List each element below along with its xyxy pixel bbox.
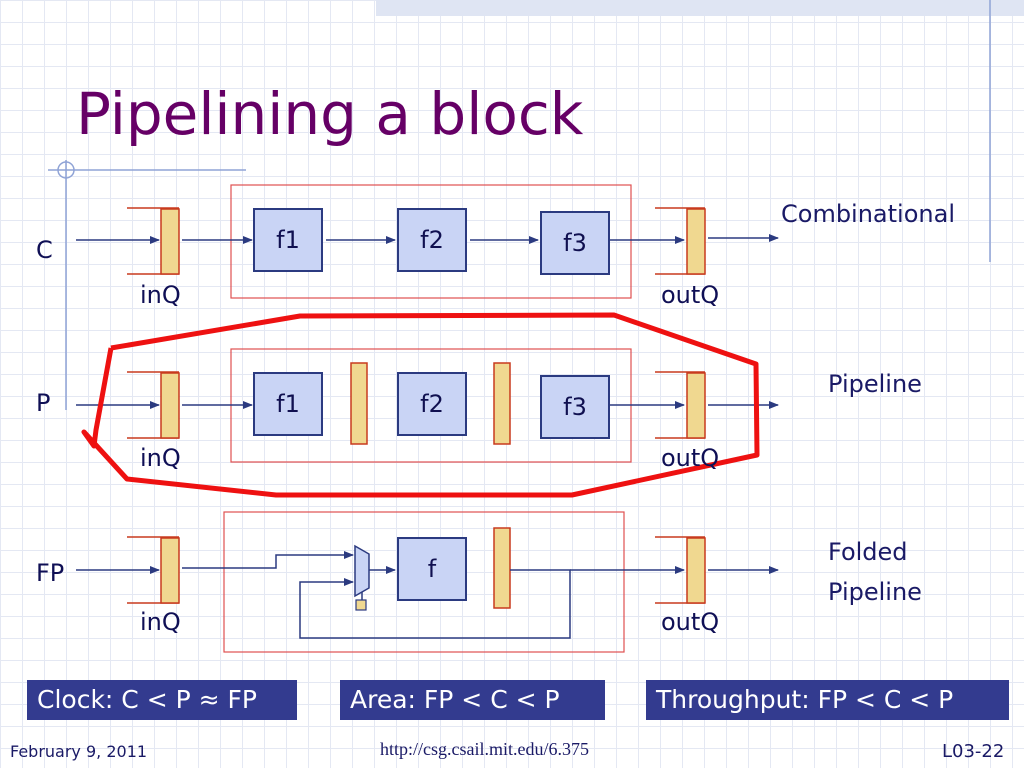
mode-label-folded: Folded [828,538,908,566]
inq-label-p: inQ [140,444,181,472]
block-f2-c: f2 [397,208,467,272]
outq-register-c [655,207,706,275]
summary-clock: Clock: C < P ≈ FP [27,680,297,720]
arrow-inq-mux [182,551,354,569]
inq-register-c [127,207,180,275]
block-f3-c: f3 [540,211,610,275]
mode-label-pipeline: Pipeline [828,370,922,398]
feedback-loop [299,569,571,639]
pipeline-register-2 [493,362,511,445]
outq-label-p: outQ [661,444,720,472]
inq-label-fp: inQ [140,608,181,636]
pipeline-highlight-outline [81,312,760,498]
block-f2-p: f2 [397,372,467,436]
mode-label-combinational: Combinational [781,200,955,228]
block-boundary-c [230,184,632,299]
row-label-fp: FP [36,559,65,587]
summary-area: Area: FP < C < P [340,680,605,720]
outq-register-fp [655,536,706,604]
mode-label-folded-pipeline: Pipeline [828,578,922,606]
row-label-p: P [36,389,51,417]
inq-register-p [127,371,180,439]
inq-register-fp [127,536,180,604]
mux-select [355,599,367,611]
row-combinational [76,184,779,299]
title-decor [48,0,991,410]
row-pipeline [76,312,779,498]
outq-label-c: outQ [661,281,720,309]
block-f3-p: f3 [540,375,610,439]
multiplexer [354,544,370,598]
summary-throughput: Throughput: FP < C < P [646,680,1009,720]
block-f1-c: f1 [253,208,323,272]
footer-slide-number: L03-22 [942,741,1005,762]
folded-pipeline-register [493,527,511,609]
block-f1-p: f1 [253,372,323,436]
outq-label-fp: outQ [661,608,720,636]
outq-register-p [655,371,706,439]
pipeline-register-1 [350,362,368,445]
footer-date: February 9, 2011 [10,742,148,761]
block-boundary-fp [223,511,625,653]
block-f-fp: f [397,537,467,601]
row-folded-pipeline [76,511,779,653]
inq-label-c: inQ [140,281,181,309]
slide-title: Pipelining a block [76,80,584,148]
row-label-c: C [36,236,53,264]
top-decor-strip [376,0,1024,16]
footer-url[interactable]: http://csg.csail.mit.edu/6.375 [380,739,589,759]
